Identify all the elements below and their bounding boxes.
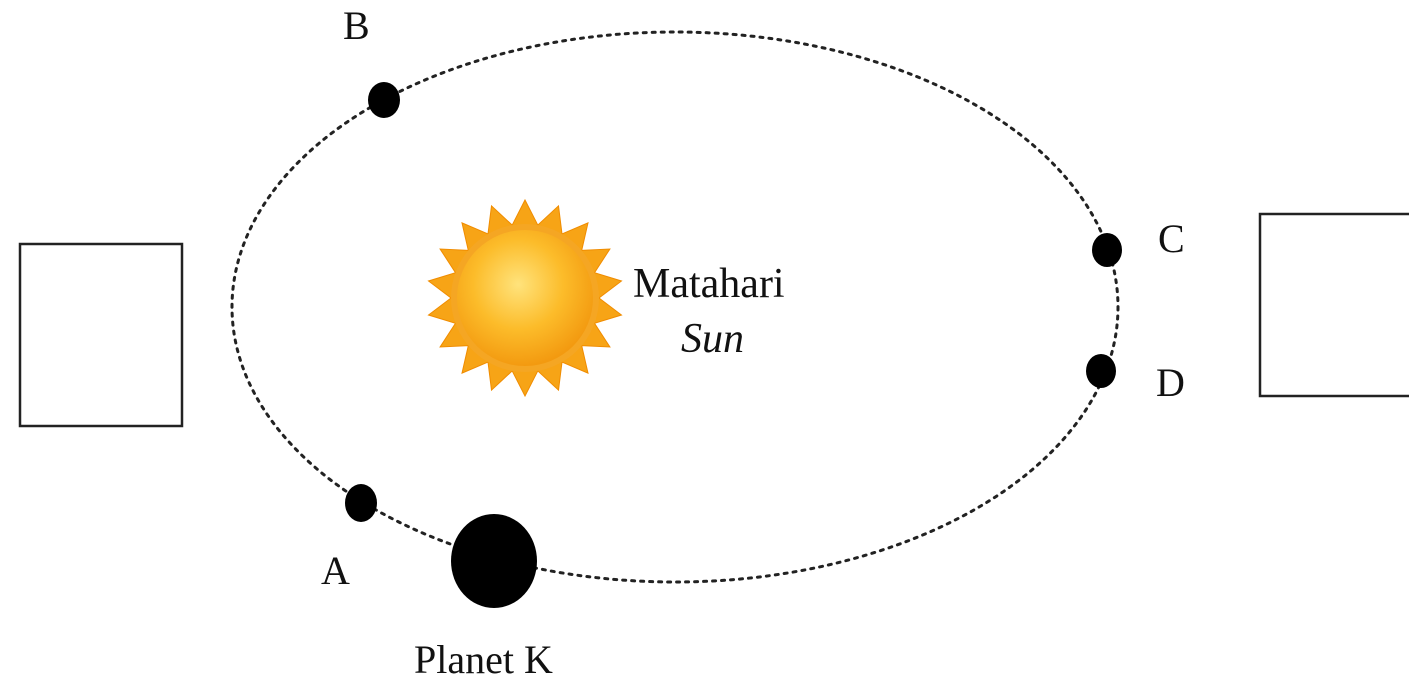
answer-box-left[interactable]: [18, 242, 184, 428]
answer-box-right[interactable]: [1258, 212, 1409, 398]
planet-label: Planet K: [414, 637, 553, 682]
point-b-marker: [368, 82, 400, 118]
point-a-marker: [345, 484, 377, 522]
planet-icon: [451, 514, 537, 608]
sun-label-en: Sun: [681, 316, 744, 362]
point-label-b: B: [343, 3, 370, 48]
point-label-d: D: [1156, 360, 1185, 405]
point-c-marker: [1092, 233, 1122, 267]
sun-icon: [427, 198, 623, 398]
point-label-c: C: [1158, 216, 1185, 261]
point-label-a: A: [321, 548, 350, 593]
orbit-path: [230, 30, 1120, 584]
sun-label: Matahari: [633, 261, 785, 307]
point-d-marker: [1086, 354, 1116, 388]
